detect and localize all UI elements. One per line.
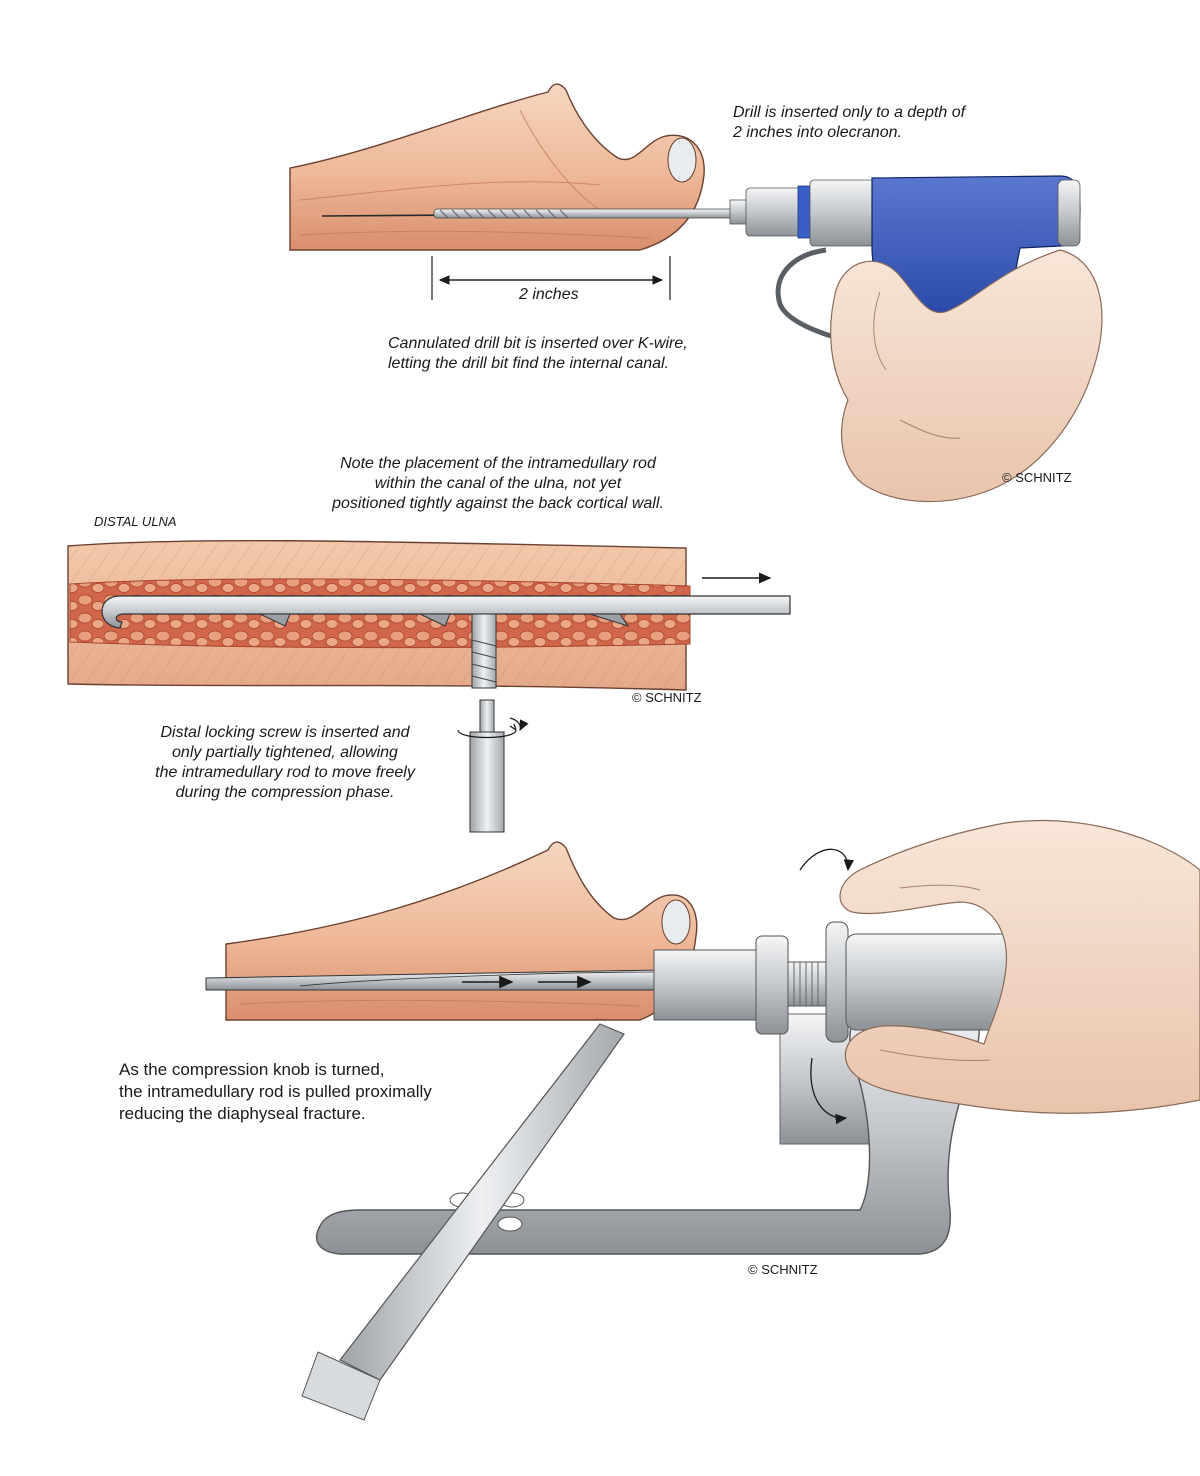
power-drill	[729, 175, 1103, 503]
locking-screw-caption: Distal locking screw is inserted and onl…	[155, 724, 415, 801]
compression-knob	[825, 921, 849, 1043]
cannulated-drill-caption: Cannulated drill bit is inserted over K-…	[388, 335, 688, 372]
rotation-arrow-bottom	[810, 1057, 848, 1125]
copyright-panel-2: © SCHNITZ	[632, 690, 702, 705]
cannulated-drill-bit	[433, 208, 765, 219]
panel-3-compression	[205, 819, 1200, 1421]
copyright-panel-1: © SCHNITZ	[1002, 470, 1072, 485]
ulna-proximal-bone	[289, 83, 705, 251]
rod-placement-caption: Note the placement of the intramedullary…	[332, 455, 664, 512]
panel-1-drill	[289, 83, 1103, 503]
copyright-panel-3: © SCHNITZ	[748, 1262, 818, 1277]
intramedullary-rod	[101, 595, 791, 629]
rotation-arrow-top	[799, 848, 855, 872]
distal-ulna-label: DISTAL ULNA	[94, 514, 177, 529]
screwdriver-shaft	[469, 731, 505, 833]
hand-holding-drill	[830, 249, 1103, 503]
two-inches-label: 2 inches	[519, 286, 579, 303]
distal-locking-screw	[457, 613, 529, 833]
drill-depth-caption: Drill is inserted only to a depth of 2 i…	[733, 104, 966, 141]
ulna-proximal-bone-compression	[225, 841, 698, 1021]
panel-2-ulna-cross-section	[67, 539, 791, 833]
compression-caption: As the compression knob is turned, the i…	[119, 1060, 432, 1123]
compression-assembly	[653, 848, 1017, 1125]
hand-turning-knob	[839, 819, 1200, 1114]
